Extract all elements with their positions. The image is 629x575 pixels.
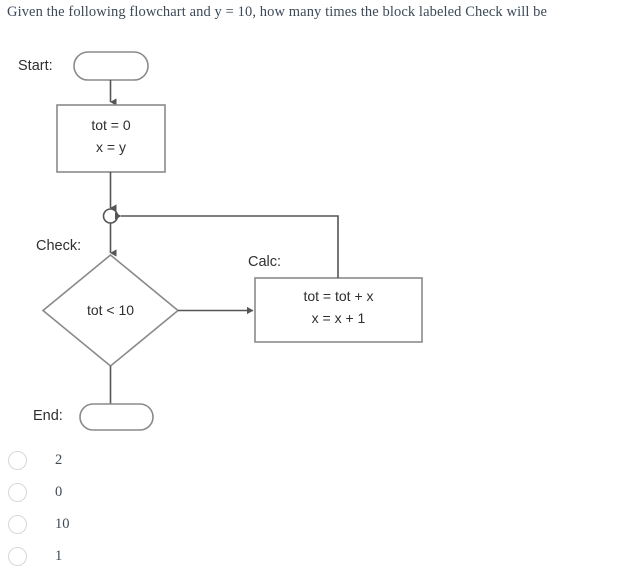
option-row[interactable]: 2: [0, 446, 629, 478]
calc-label: Calc:: [248, 254, 282, 270]
radio-button-icon[interactable]: [8, 515, 27, 534]
calc-line-2: x = x + 1: [311, 310, 366, 326]
flowchart-diagram: Start: tot = 0 x = y Check: tot < 10 Cal…: [0, 38, 629, 438]
option-label: 0: [55, 484, 63, 500]
init-line-1: tot = 0: [91, 117, 131, 133]
radio-button-icon[interactable]: [8, 483, 27, 502]
radio-button-icon[interactable]: [8, 451, 27, 470]
radio-button-icon[interactable]: [8, 547, 27, 566]
junction-node-shape: [102, 208, 119, 224]
option-label: 2: [55, 452, 63, 468]
question-text: Given the following flowchart and y = 10…: [7, 4, 548, 20]
start-label: Start:: [18, 58, 53, 74]
init-line-2: x = y: [96, 139, 126, 155]
answer-options-list: 2 0 10 1: [0, 446, 629, 574]
start-terminator-shape: [73, 51, 149, 81]
calc-process-shape: [254, 277, 423, 343]
connector-calc-feedback-to-junction: [115, 212, 339, 278]
option-row[interactable]: 0: [0, 478, 629, 510]
option-row[interactable]: 1: [0, 542, 629, 574]
check-condition-text: tot < 10: [86, 302, 135, 318]
check-label: Check:: [36, 238, 82, 254]
end-terminator-shape: [79, 403, 154, 431]
flowchart-svg: [41, 51, 423, 431]
calc-line-1: tot = tot + x: [303, 288, 374, 304]
option-row[interactable]: 10: [0, 510, 629, 542]
option-label: 1: [55, 548, 63, 564]
end-label: End:: [33, 408, 63, 424]
option-label: 10: [55, 516, 70, 532]
